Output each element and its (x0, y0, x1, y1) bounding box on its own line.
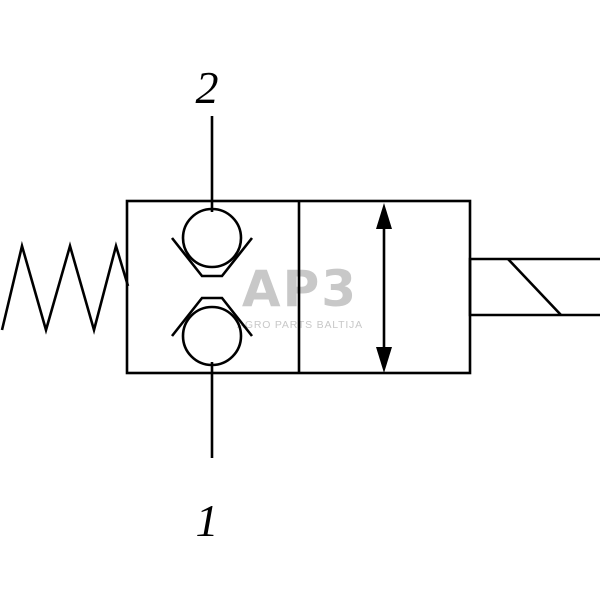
check-valve-lower-seat (170, 296, 254, 337)
solenoid-actuator (468, 257, 600, 317)
solenoid-body (468, 257, 600, 317)
solenoid-coil-diagonal (507, 258, 562, 316)
check-valve-lower-ball (181, 305, 243, 367)
check-valve-upper (170, 207, 254, 278)
spring-actuator (0, 240, 130, 335)
check-valve-upper-seat (170, 237, 254, 278)
check-valve-upper-ball (181, 207, 243, 269)
arrow-head-down (376, 347, 392, 373)
flow-path-double-arrow (376, 203, 392, 373)
arrow-head-up (376, 203, 392, 229)
port-2-label: 2 (196, 62, 219, 113)
port-1-label: 1 (196, 495, 219, 546)
check-valve-lower (170, 296, 254, 367)
